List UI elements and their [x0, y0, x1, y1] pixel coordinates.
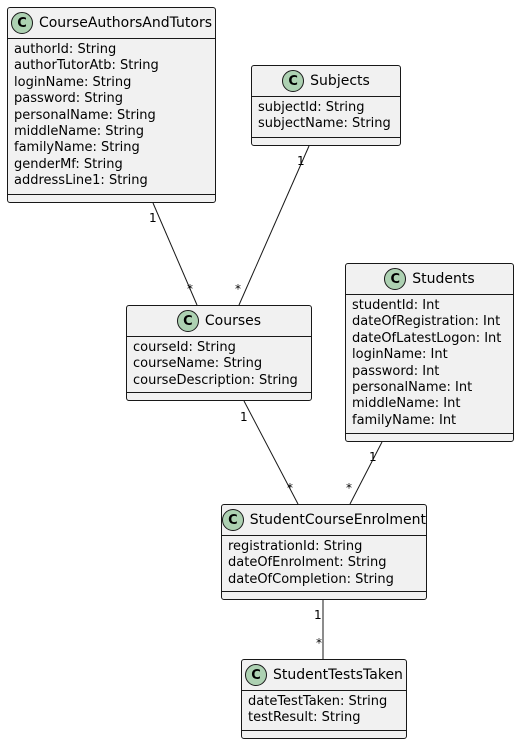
methods-divider [222, 591, 426, 592]
methods-divider [127, 392, 311, 393]
edge-students-enrolment [349, 441, 383, 505]
attribute-list: courseId: String courseName: String cour… [127, 337, 311, 389]
attribute: courseName: String [133, 356, 263, 372]
multiplicity-label: 1 [149, 211, 157, 225]
class-student-tests-taken[interactable]: C StudentTestsTaken dateTestTaken: Strin… [241, 659, 407, 739]
class-header: C StudentTestsTaken [242, 660, 406, 691]
attribute: courseId: String [133, 340, 236, 355]
class-course-authors-and-tutors[interactable]: C CourseAuthorsAndTutors authorId: Strin… [7, 7, 216, 203]
class-name: Courses [204, 313, 262, 329]
attribute: authorId: String [14, 42, 117, 57]
edge-authors-courses [152, 202, 198, 306]
multiplicity-label: 1 [240, 410, 248, 424]
attribute: studentId: Int [352, 298, 440, 313]
multiplicity-label: 1 [314, 608, 322, 622]
methods-divider [8, 194, 215, 195]
class-name: StudentTestsTaken [273, 667, 403, 683]
attribute: loginName: String [14, 74, 132, 90]
class-header: C CourseAuthorsAndTutors [8, 8, 215, 39]
methods-divider [346, 433, 513, 434]
attribute: personalName: String [14, 107, 156, 123]
class-icon: C [10, 12, 33, 34]
attribute: authorTutorAtb: String [14, 58, 159, 74]
attribute: dateOfRegistration: Int [352, 314, 501, 330]
attribute: password: Int [352, 363, 440, 379]
attribute: dateOfEnrolment: String [228, 555, 387, 571]
multiplicity-label: * [316, 636, 322, 650]
attribute-list: authorId: String authorTutorAtb: String … [8, 39, 215, 190]
attribute: registrationId: String [228, 539, 363, 554]
attribute: dateOfLatestLogon: Int [352, 330, 502, 346]
attribute: addressLine1: String [14, 173, 148, 189]
methods-divider [252, 137, 400, 138]
class-icon: C [384, 268, 407, 290]
multiplicity-label: * [346, 481, 352, 495]
attribute: genderMf: String [14, 156, 123, 172]
attribute-list: studentId: Int dateOfRegistration: Int d… [346, 295, 513, 429]
attribute: middleName: String [14, 124, 145, 140]
attribute: testResult: String [248, 710, 361, 726]
attribute: familyName: String [14, 140, 140, 156]
attribute: subjectId: String [258, 100, 365, 115]
multiplicity-label: * [235, 282, 241, 296]
class-name: StudentCourseEnrolment [249, 512, 426, 528]
attribute: password: String [14, 91, 124, 107]
class-courses[interactable]: C Courses courseId: String courseName: S… [126, 305, 312, 401]
class-icon: C [282, 70, 305, 92]
class-students[interactable]: C Students studentId: Int dateOfRegistra… [345, 263, 514, 442]
class-name: Students [412, 271, 475, 287]
multiplicity-label: 1 [369, 450, 377, 464]
class-icon: C [222, 509, 244, 531]
attribute: dateOfCompletion: String [228, 571, 394, 587]
attribute: middleName: Int [352, 396, 461, 412]
class-header: C Students [346, 264, 513, 295]
class-header: C Subjects [252, 66, 400, 97]
attribute: loginName: Int [352, 347, 448, 363]
attribute-list: subjectId: String subjectName: String [252, 97, 400, 133]
multiplicity-label: 1 [297, 154, 305, 168]
edge-subjects-courses [238, 145, 310, 306]
class-header: C StudentCourseEnrolment [222, 505, 426, 536]
class-icon: C [176, 310, 199, 332]
attribute: subjectName: String [258, 116, 391, 132]
attribute: courseDescription: String [133, 372, 298, 388]
class-name: Subjects [310, 73, 370, 89]
multiplicity-label: * [187, 282, 193, 296]
class-header: C Courses [127, 306, 311, 337]
attribute-list: registrationId: String dateOfEnrolment: … [222, 536, 426, 588]
attribute: personalName: Int [352, 380, 473, 396]
methods-divider [242, 730, 406, 731]
edge-courses-enrolment [243, 400, 299, 505]
multiplicity-label: * [287, 481, 293, 495]
attribute: familyName: Int [352, 412, 457, 428]
attribute-list: dateTestTaken: String testResult: String [242, 691, 406, 727]
class-name: CourseAuthorsAndTutors [38, 15, 213, 31]
attribute: dateTestTaken: String [248, 694, 388, 709]
class-student-course-enrolment[interactable]: C StudentCourseEnrolment registrationId:… [221, 504, 427, 600]
class-icon: C [245, 664, 268, 686]
class-subjects[interactable]: C Subjects subjectId: String subjectName… [251, 65, 401, 146]
